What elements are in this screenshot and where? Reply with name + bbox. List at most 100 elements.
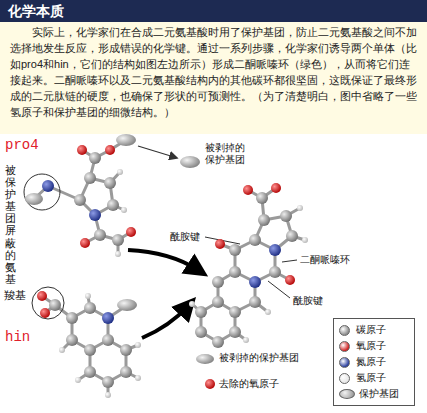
- atoms-circle: [205, 379, 215, 389]
- atoms-circle: [212, 276, 224, 288]
- atoms-ellipse: [116, 134, 136, 146]
- atoms-circle: [89, 152, 101, 164]
- molecule-name: hin: [5, 329, 30, 346]
- title-bar: [0, 0, 427, 22]
- legend-row: 保护基团: [339, 386, 409, 402]
- atoms-circle: [229, 326, 241, 338]
- atoms-ellipse: [117, 299, 137, 311]
- atoms-circle: [258, 214, 270, 226]
- atoms-circle: [215, 239, 225, 249]
- atoms-circle: [120, 344, 132, 356]
- atoms-circle: [135, 342, 141, 348]
- atoms-circle: [42, 180, 54, 192]
- reaction-arrows: [128, 250, 198, 338]
- atoms-circle: [280, 210, 292, 222]
- atoms-circle: [126, 227, 136, 237]
- atoms-circle: [256, 192, 268, 204]
- legend-row: 碳原子: [339, 322, 409, 338]
- illustration-ground: [0, 134, 427, 413]
- atoms-ellipse: [180, 156, 200, 168]
- callout-label: 酰胺键: [293, 295, 323, 307]
- atoms-circle: [107, 199, 119, 211]
- atoms-circle: [112, 234, 124, 246]
- atoms-circle: [40, 308, 50, 318]
- legend-text: 碳原子: [356, 323, 386, 337]
- atoms-circle: [229, 244, 241, 256]
- atoms-circle: [59, 347, 65, 353]
- atoms-circle: [117, 169, 123, 175]
- atoms-circle: [74, 194, 86, 206]
- legend-row: 氢原子: [339, 370, 409, 386]
- callout-circles: [24, 174, 64, 319]
- atoms-circle: [269, 266, 281, 278]
- leader-lines: [205, 237, 297, 298]
- atoms-circle: [229, 266, 241, 278]
- removal-arrows-path: [138, 146, 174, 157]
- legend-box: 碳原子氧原子氮原子氢原子保护基团: [333, 318, 415, 406]
- atoms: [25, 134, 308, 398]
- atoms-circle: [84, 344, 96, 356]
- atoms-circle: [89, 209, 101, 221]
- callout-label: 被剥掉的保护基团: [219, 352, 299, 364]
- legend-text: 氮原子: [356, 355, 386, 369]
- atoms-circle: [80, 238, 90, 248]
- callout-label: 被剥掉的保护基团: [205, 142, 249, 166]
- atoms-circle: [249, 234, 261, 246]
- atoms-circle: [102, 312, 114, 324]
- legend-text: 氧原子: [356, 339, 386, 353]
- atoms-circle: [195, 326, 207, 338]
- legend-swatch: [339, 325, 350, 336]
- atoms-circle: [120, 366, 132, 378]
- callout-label: 二酮哌嗪环: [300, 254, 350, 266]
- atoms-circle: [265, 309, 271, 315]
- atoms-circle: [189, 301, 195, 307]
- atoms-circle: [105, 145, 115, 155]
- atoms-circle: [77, 145, 87, 155]
- atoms-circle: [243, 337, 249, 343]
- callout-label: 酰胺键: [170, 231, 200, 243]
- callout-label: 去除的氧原子: [219, 378, 279, 390]
- atoms-circle: [66, 334, 78, 346]
- atoms-circle: [121, 207, 127, 213]
- atoms-ellipse: [196, 354, 214, 364]
- legend-swatch: [339, 357, 350, 368]
- atoms-circle: [84, 302, 96, 314]
- legend-row: 氮原子: [339, 354, 409, 370]
- callout-circles-circle: [24, 174, 60, 210]
- legend-row: 氧原子: [339, 338, 409, 354]
- atoms-circle: [104, 177, 116, 189]
- legend-text: 保护基团: [359, 387, 399, 401]
- atoms-circle: [84, 172, 96, 184]
- molecule-name: pro4: [5, 137, 39, 154]
- atoms-circle: [37, 291, 47, 301]
- atoms-circle: [243, 185, 253, 195]
- legend-swatch: [339, 373, 350, 384]
- atoms-circle: [271, 183, 281, 193]
- reaction-arrows-path: [128, 250, 198, 270]
- leader-lines-line: [282, 260, 297, 262]
- atoms-circle: [84, 366, 96, 378]
- atoms-circle: [102, 334, 114, 346]
- callout-label: 被保护基团屏蔽的氨基: [5, 164, 16, 285]
- atoms-circle: [229, 306, 241, 318]
- atoms-circle: [212, 336, 224, 348]
- atoms-circle: [75, 377, 81, 383]
- atoms-circle: [195, 306, 207, 318]
- atoms-circle: [49, 299, 61, 311]
- atoms-circle: [297, 205, 303, 211]
- atoms-circle: [135, 375, 141, 381]
- atoms-circle: [269, 244, 281, 256]
- callout-circles-circle: [32, 287, 64, 319]
- callout-label: 羧基: [4, 289, 26, 302]
- atoms-circle: [85, 293, 91, 299]
- legend-swatch: [339, 341, 350, 352]
- atoms-circle: [249, 276, 261, 288]
- atoms-circle: [94, 229, 106, 241]
- atoms-circle: [212, 296, 224, 308]
- reaction-arrows-path: [142, 306, 188, 338]
- atoms-circle: [249, 296, 261, 308]
- atoms-circle: [302, 237, 308, 243]
- atoms-circle: [286, 230, 298, 242]
- legend-shape: [339, 389, 355, 399]
